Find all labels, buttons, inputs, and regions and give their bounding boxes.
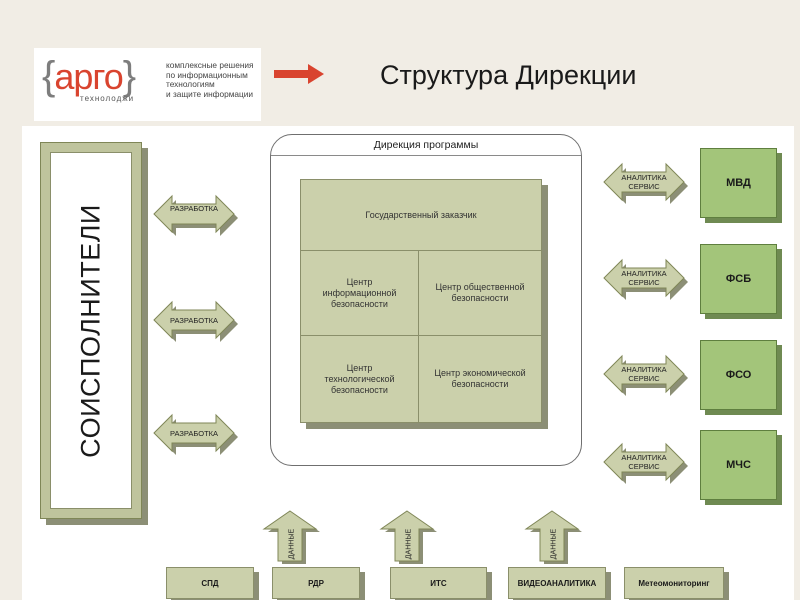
dev-arrow-1: РАЗРАБОТКА — [152, 192, 244, 244]
data-arrow-label: ДАННЫЕ — [405, 528, 413, 560]
agency-mvd: МВД — [700, 148, 777, 218]
analytics-arrow-3: АНАЛИТИКА СЕРВИС — [602, 352, 694, 404]
dev-arrow-3: РАЗРАБОТКА — [152, 411, 244, 463]
dev-arrow-label: РАЗРАБОТКА — [169, 316, 219, 325]
cosp-label: СОИСПОЛНИТЕЛИ — [75, 203, 106, 458]
public-security-cell: Центр общественной безопасности — [419, 251, 541, 336]
dev-arrow-label: РАЗРАБОТКА — [169, 429, 219, 438]
up-arrow-icon — [379, 510, 437, 564]
agency-mchs: МЧС — [700, 430, 777, 500]
data-arrow-3: ДАННЫЕ — [522, 510, 586, 564]
data-arrow-1: ДАННЫЕ — [260, 510, 324, 564]
dev-arrow-2: РАЗРАБОТКА — [152, 298, 244, 350]
header-arrow-icon — [274, 64, 324, 84]
agency-fsb: ФСБ — [700, 244, 777, 314]
logo-wordmark: {арго} — [42, 54, 136, 98]
diagram-panel: СОИСПОЛНИТЕЛИ РАЗРАБОТКА РАЗРАБОТКА РАЗР… — [22, 126, 794, 600]
analytics-arrow-1: АНАЛИТИКА СЕРВИС — [602, 160, 694, 212]
analytics-arrow-2: АНАЛИТИКА СЕРВИС — [602, 256, 694, 308]
agency-fso: ФСО — [700, 340, 777, 410]
up-arrow-icon — [262, 510, 320, 564]
page-title: Структура Дирекции — [380, 60, 637, 90]
data-arrow-label: ДАННЫЕ — [288, 528, 296, 560]
system-meteomonitoring: Метеомониторинг — [624, 567, 724, 599]
double-arrow-icon — [153, 300, 238, 342]
system-its: ИТС — [390, 567, 487, 599]
directorate-divider — [271, 155, 581, 156]
analytics-arrow-label: АНАЛИТИКА СЕРВИС — [621, 365, 667, 383]
double-arrow-icon — [603, 162, 688, 204]
data-arrow-2: ДАННЫЕ — [377, 510, 441, 564]
system-spd: СПД — [166, 567, 254, 599]
info-security-cell: Центр информационной безопасности — [301, 251, 419, 336]
dev-arrow-label: РАЗРАБОТКА — [169, 204, 219, 213]
state-customer-cell: Государственный заказчик — [301, 180, 541, 251]
data-arrow-label: ДАННЫЕ — [550, 528, 558, 560]
analytics-arrow-label: АНАЛИТИКА СЕРВИС — [621, 173, 667, 191]
center-grid: Государственный заказчик Центр информаци… — [300, 179, 542, 423]
up-arrow-icon — [524, 510, 582, 564]
analytics-arrow-label: АНАЛИТИКА СЕРВИС — [621, 453, 667, 471]
analytics-arrow-4: АНАЛИТИКА СЕРВИС — [602, 440, 694, 492]
logo-subtext: технолоджи — [80, 94, 135, 103]
economic-security-cell: Центр экономической безопасности — [434, 368, 526, 389]
directorate-title: Дирекция программы — [373, 139, 479, 151]
cosp-block: СОИСПОЛНИТЕЛИ — [40, 142, 142, 519]
logo: {арго} технолоджи комплексные решения по… — [34, 48, 261, 121]
system-rdr: РДР — [272, 567, 360, 599]
analytics-arrow-label: АНАЛИТИКА СЕРВИС — [621, 269, 667, 287]
logo-text: арго — [54, 56, 123, 97]
cosp-inner: СОИСПОЛНИТЕЛИ — [50, 152, 132, 509]
double-arrow-icon — [603, 442, 688, 484]
double-arrow-icon — [603, 258, 688, 300]
tech-security-cell: Центр технологической безопасности — [301, 336, 419, 422]
logo-tagline: комплексные решения по информационным те… — [166, 60, 254, 99]
double-arrow-icon — [603, 354, 688, 396]
double-arrow-icon — [153, 194, 238, 236]
system-videoanalytics: ВИДЕОАНАЛИТИКА — [508, 567, 606, 599]
double-arrow-icon — [153, 413, 238, 455]
